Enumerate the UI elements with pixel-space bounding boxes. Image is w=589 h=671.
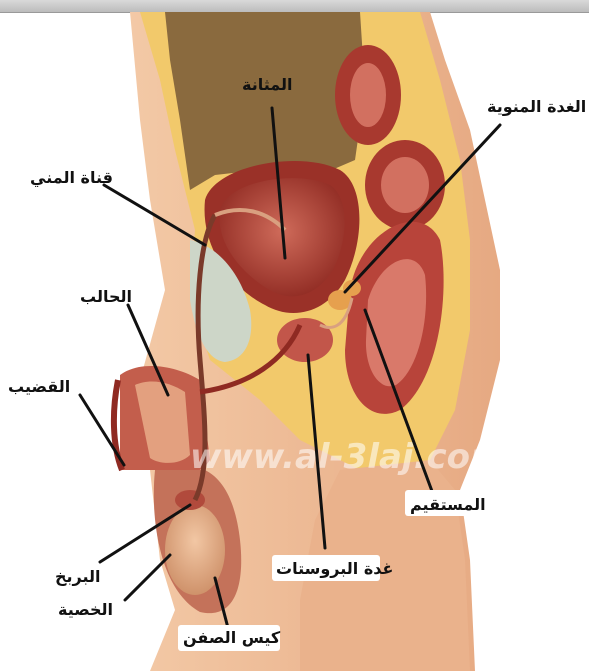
male-reproductive-diagram: www.al-3laj.com المثانة الغدة المنوية قن…: [0, 12, 589, 671]
label-testis: الخصية: [58, 600, 113, 619]
watermark-text: www.al-3laj.com: [190, 437, 505, 477]
label-vas-deferens: قناة المني: [30, 168, 113, 188]
label-penis: القضيب: [8, 377, 70, 396]
label-seminal-vesicle: الغدة المنوية: [487, 97, 586, 116]
anatomy-figure: www.al-3laj.com المثانة الغدة المنوية قن…: [0, 12, 589, 671]
abdominal-cavity: [165, 12, 365, 190]
label-epididymis: البربخ: [55, 567, 101, 586]
leader-testis: [125, 555, 170, 600]
label-scrotum: كيس الصفن: [183, 628, 281, 647]
label-prostate: غدة البروستات: [276, 559, 393, 578]
label-bladder: المثانة: [242, 75, 292, 94]
label-ureter: الحالب: [80, 287, 132, 306]
label-rectum: المستقيم: [410, 495, 486, 514]
